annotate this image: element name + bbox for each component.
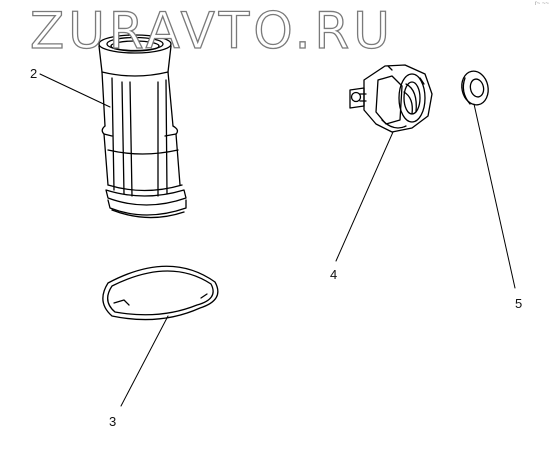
callout-3: 3 <box>109 414 117 429</box>
leader-lines <box>39 73 516 407</box>
mesh-filter-icon <box>98 34 187 219</box>
o-ring-icon <box>102 265 219 321</box>
watermark-logo: ZURAVTO.RU <box>29 2 394 60</box>
callout-5: 5 <box>515 296 523 311</box>
sensor-plug-icon <box>349 64 433 133</box>
callout-4: 4 <box>330 267 338 282</box>
corner-note: r~ ~~ <box>534 1 549 7</box>
washer-icon <box>461 70 489 106</box>
callout-2: 2 <box>30 66 38 81</box>
